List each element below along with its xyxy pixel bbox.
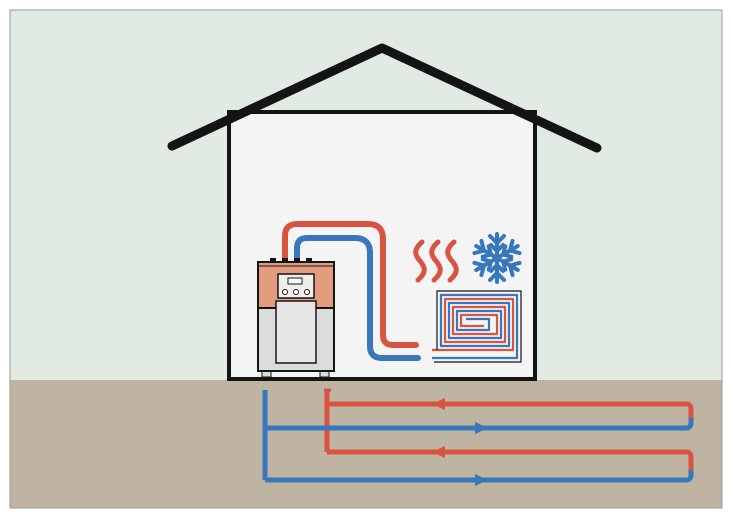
heat-pump-unit-icon xyxy=(257,258,335,378)
ground-loop-cold-run-2 xyxy=(265,468,694,483)
unit-port-4 xyxy=(306,258,312,263)
unit-port-3 xyxy=(294,258,300,263)
coil-hot-path xyxy=(432,297,515,352)
cold-return-pipe xyxy=(294,235,421,361)
snowflake-icon xyxy=(470,232,524,284)
arrow-left-2 xyxy=(432,446,445,458)
unit-front-door xyxy=(275,300,317,364)
ground-loop xyxy=(262,388,694,486)
ground-loop-cold-run-1 xyxy=(265,416,694,431)
heat-wave-2 xyxy=(429,239,443,283)
heat-waves-icon xyxy=(413,239,459,283)
diagram-frame xyxy=(9,9,723,509)
ground-loop-hot-run-1 xyxy=(327,401,694,418)
unit-knob-mid xyxy=(293,289,299,295)
underfloor-heating-coil-icon xyxy=(432,290,522,363)
hot-supply-pipe xyxy=(282,221,419,348)
coil-cold-path xyxy=(432,293,519,360)
arrow-right-2 xyxy=(475,474,488,486)
indoor-pipes xyxy=(282,221,421,361)
ground-loop-hot-run-2 xyxy=(327,449,694,470)
coil-outline xyxy=(434,290,522,363)
ground-background xyxy=(10,380,722,508)
house-roof xyxy=(167,43,602,153)
arrow-right-1 xyxy=(475,422,488,434)
unit-port-1 xyxy=(270,258,276,263)
unit-knob-right xyxy=(304,289,310,295)
unit-port-2 xyxy=(282,258,288,263)
arrow-left-1 xyxy=(432,398,445,410)
heat-wave-3 xyxy=(445,239,459,283)
unit-knob-left xyxy=(282,289,288,295)
heat-wave-1 xyxy=(413,239,427,283)
unit-display xyxy=(287,277,303,285)
